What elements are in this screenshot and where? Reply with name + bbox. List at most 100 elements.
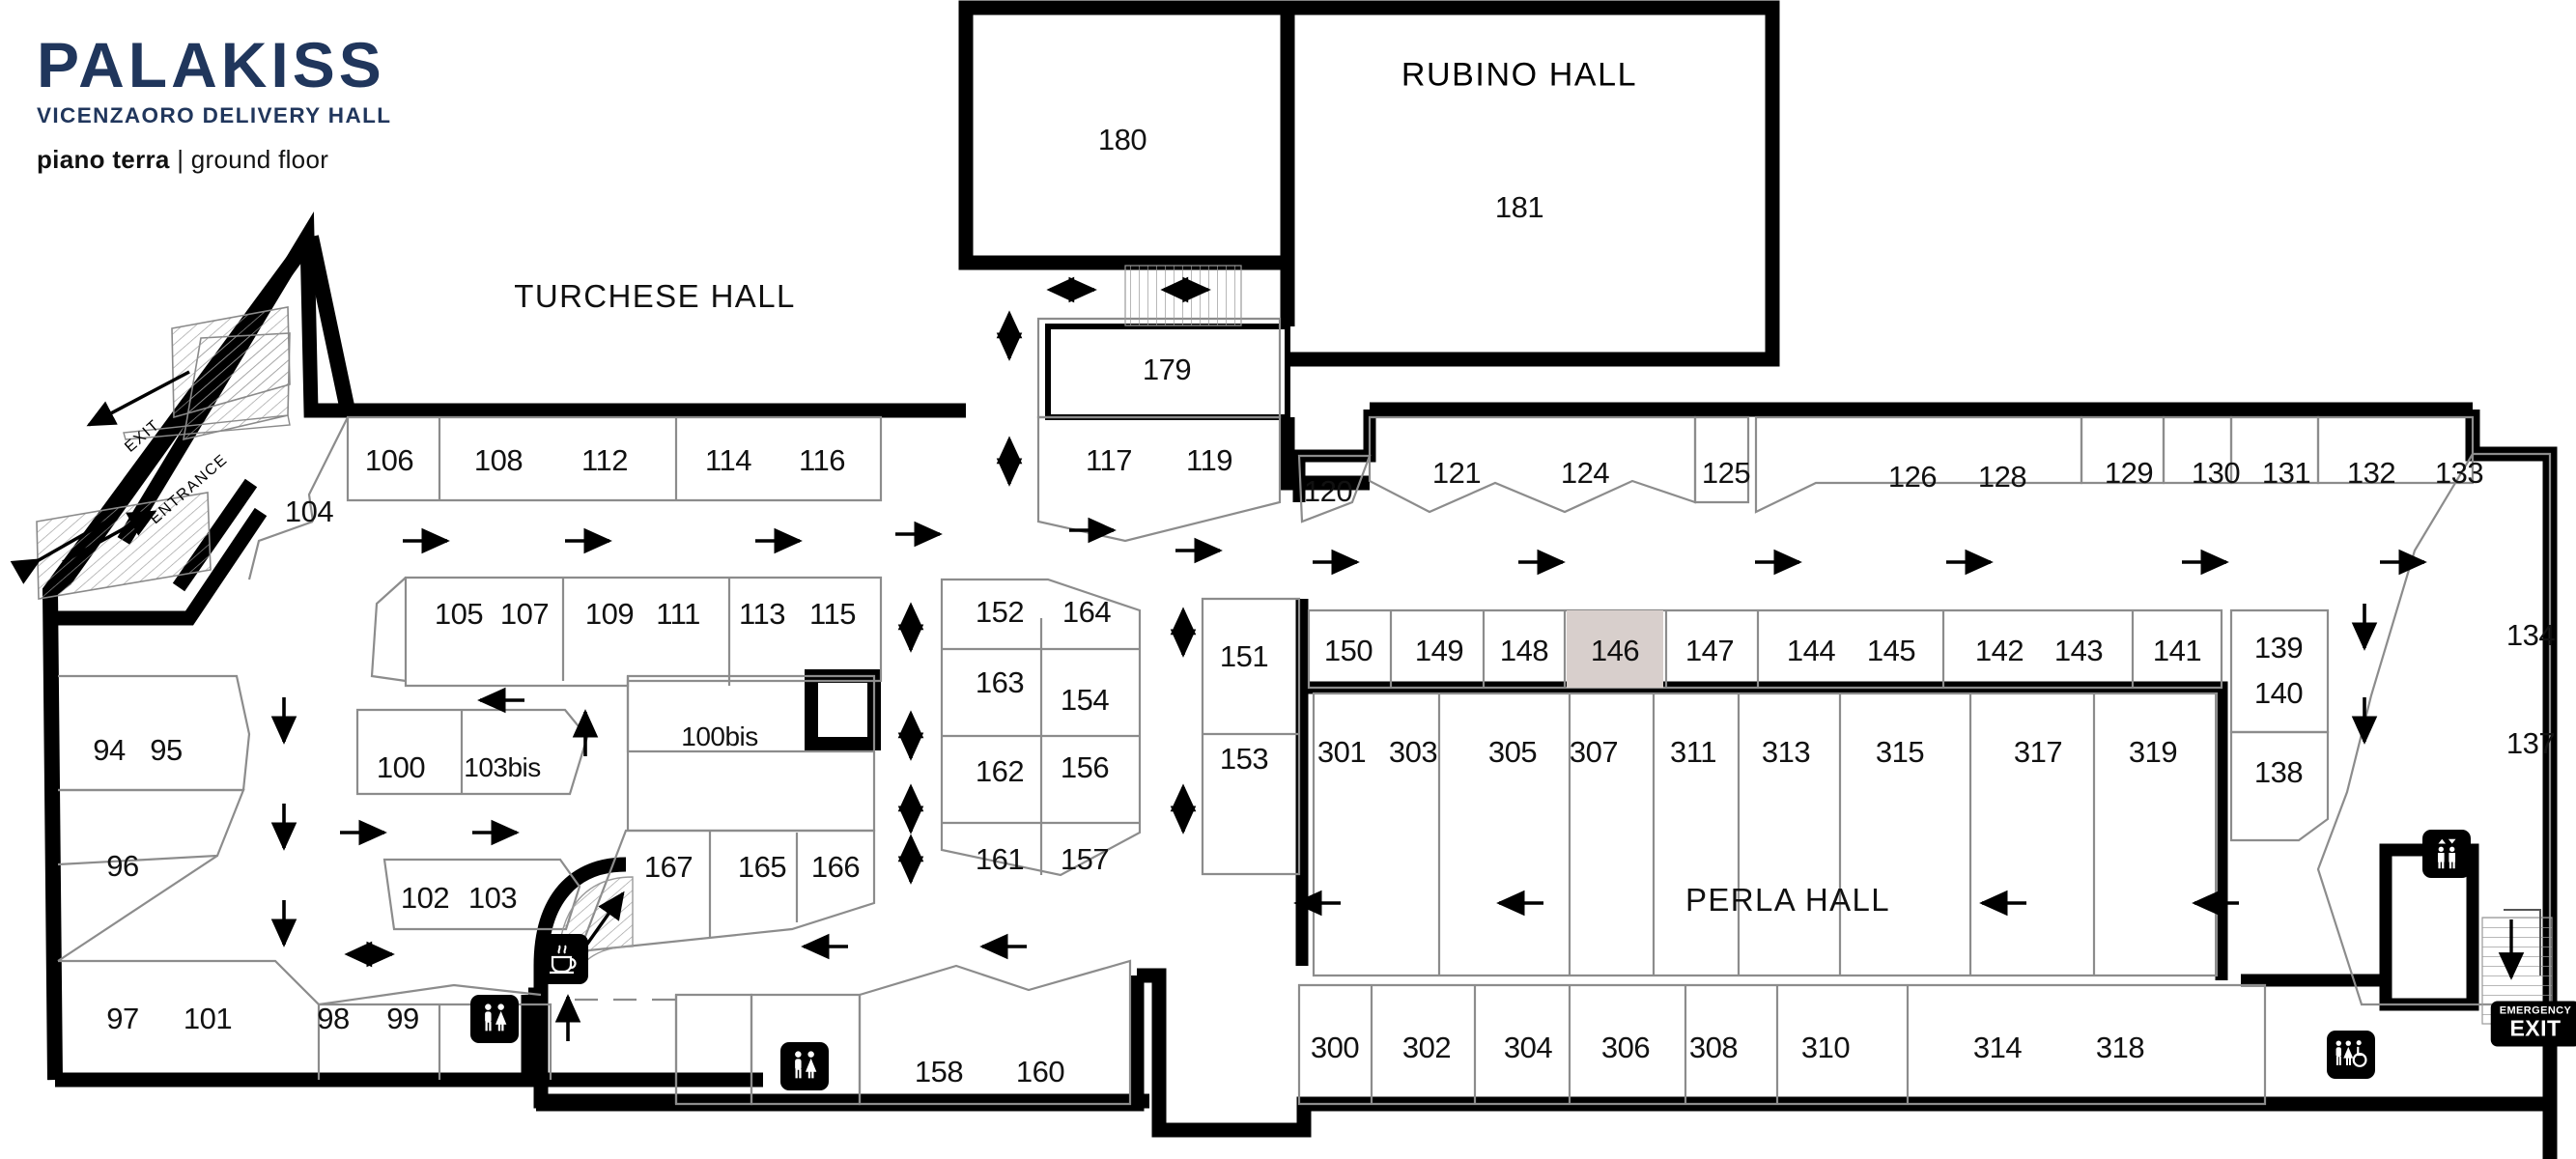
booth-137[interactable]: 137 (2505, 726, 2556, 760)
booth-179[interactable]: 179 (1142, 353, 1192, 386)
booth-157[interactable]: 157 (1060, 842, 1110, 876)
booth-130[interactable]: 130 (2191, 456, 2241, 490)
booth-131[interactable]: 131 (2261, 456, 2311, 490)
brand-name: PALAKISS (37, 29, 385, 100)
booth-306[interactable]: 306 (1600, 1031, 1651, 1064)
elevator-icon (2422, 830, 2471, 878)
booth-133[interactable]: 133 (2434, 456, 2484, 490)
booth-107[interactable]: 107 (499, 597, 550, 631)
booth-149[interactable]: 149 (1414, 634, 1464, 667)
booth-114[interactable]: 114 (705, 443, 751, 477)
booth-121[interactable]: 121 (1431, 456, 1482, 490)
booth-99[interactable]: 99 (386, 1002, 419, 1035)
booth-125[interactable]: 125 (1701, 456, 1751, 490)
booth-120[interactable]: 120 (1303, 474, 1353, 508)
restroom-glyph (795, 1051, 817, 1079)
booth-308[interactable]: 308 (1688, 1031, 1739, 1064)
booth-98[interactable]: 98 (317, 1002, 350, 1035)
booth-103bis[interactable]: 103bis (464, 752, 541, 782)
booth-96[interactable]: 96 (106, 849, 139, 883)
booth-153[interactable]: 153 (1219, 742, 1269, 776)
booth-180[interactable]: 180 (1097, 123, 1147, 156)
booth-154[interactable]: 154 (1060, 683, 1110, 717)
booth-126[interactable]: 126 (1887, 460, 1938, 494)
booth-115[interactable]: 115 (809, 597, 856, 631)
booth-112[interactable]: 112 (581, 443, 628, 477)
booth-314[interactable]: 314 (1972, 1031, 2023, 1064)
booth-139[interactable]: 139 (2253, 631, 2304, 664)
booth-301[interactable]: 301 (1316, 735, 1367, 769)
booth-106[interactable]: 106 (364, 443, 414, 477)
booth-143[interactable]: 143 (2053, 634, 2104, 667)
booth-163[interactable]: 163 (975, 665, 1025, 699)
booth-113[interactable]: 113 (739, 597, 785, 631)
booth-128[interactable]: 128 (1977, 460, 2027, 494)
booth-302[interactable]: 302 (1401, 1031, 1452, 1064)
booth-138[interactable]: 138 (2253, 755, 2304, 789)
booth-150[interactable]: 150 (1323, 634, 1373, 667)
booth-148[interactable]: 148 (1499, 634, 1549, 667)
booth-145[interactable]: 145 (1866, 634, 1916, 667)
booth-104[interactable]: 104 (284, 495, 334, 528)
booth-141[interactable]: 141 (2152, 634, 2202, 667)
booth-161[interactable]: 161 (975, 842, 1025, 876)
booth-156[interactable]: 156 (1060, 750, 1110, 784)
booth-147[interactable]: 147 (1684, 634, 1735, 667)
booth-105[interactable]: 105 (434, 597, 484, 631)
booth-310[interactable]: 310 (1800, 1031, 1851, 1064)
hall-label-turchese: TURCHESE HALL (514, 278, 796, 314)
booth-94[interactable]: 94 (93, 733, 126, 767)
booth-116[interactable]: 116 (799, 443, 845, 477)
booth-164[interactable]: 164 (1062, 595, 1112, 629)
booth-162[interactable]: 162 (975, 754, 1025, 788)
booth-100[interactable]: 100 (376, 750, 426, 784)
emergency-exit-sign: EMERGENCY EXIT (2490, 1001, 2576, 1047)
booth-119[interactable]: 119 (1186, 443, 1232, 477)
booth-303[interactable]: 303 (1388, 735, 1438, 769)
booth-166[interactable]: 166 (810, 850, 861, 884)
booth-319[interactable]: 319 (2128, 735, 2178, 769)
booth-318[interactable]: 318 (2095, 1031, 2145, 1064)
booth-315[interactable]: 315 (1875, 735, 1925, 769)
booth-151[interactable]: 151 (1219, 639, 1269, 673)
booth-167[interactable]: 167 (643, 850, 694, 884)
booth-97[interactable]: 97 (106, 1002, 139, 1035)
booth-181[interactable]: 181 (1494, 190, 1544, 224)
coffee-bar-icon (538, 934, 588, 984)
hall-label-rubino: RUBINO HALL (1401, 56, 1638, 94)
booth-313[interactable]: 313 (1761, 735, 1811, 769)
booth-158[interactable]: 158 (914, 1055, 964, 1088)
booth-100bis[interactable]: 100bis (681, 721, 758, 751)
hall-label-perla: PERLA HALL (1684, 882, 1891, 918)
booth-307[interactable]: 307 (1569, 735, 1619, 769)
booth-311[interactable]: 311 (1670, 735, 1716, 769)
booth-152[interactable]: 152 (975, 595, 1025, 629)
booth-102[interactable]: 102 (400, 881, 450, 915)
booth-108[interactable]: 108 (473, 443, 524, 477)
restroom-icon (470, 995, 519, 1043)
booth-165[interactable]: 165 (737, 850, 787, 884)
booth-142[interactable]: 142 (1974, 634, 2024, 667)
booth-109[interactable]: 109 (584, 597, 635, 631)
booth-124[interactable]: 124 (1560, 456, 1610, 490)
booth-highlight-146[interactable] (1567, 610, 1663, 688)
booth-300[interactable]: 300 (1310, 1031, 1360, 1064)
booth-140[interactable]: 140 (2253, 676, 2304, 710)
booth-305[interactable]: 305 (1487, 735, 1538, 769)
booth-134[interactable]: 134 (2505, 618, 2556, 652)
booth-317[interactable]: 317 (2013, 735, 2063, 769)
booth-111[interactable]: 111 (656, 597, 700, 631)
booth-146[interactable]: 146 (1590, 634, 1640, 667)
booth-160[interactable]: 160 (1015, 1055, 1065, 1088)
floor-label: piano terra | ground floor (37, 145, 391, 175)
booth-101[interactable]: 101 (183, 1002, 233, 1035)
floor-label-it: piano terra (37, 145, 170, 174)
booth-129[interactable]: 129 (2104, 456, 2154, 490)
booth-95[interactable]: 95 (150, 733, 183, 767)
booth-103[interactable]: 103 (467, 881, 518, 915)
booth-132[interactable]: 132 (2346, 456, 2396, 490)
booth-117[interactable]: 117 (1086, 443, 1132, 477)
booth-304[interactable]: 304 (1503, 1031, 1553, 1064)
booth-144[interactable]: 144 (1786, 634, 1836, 667)
